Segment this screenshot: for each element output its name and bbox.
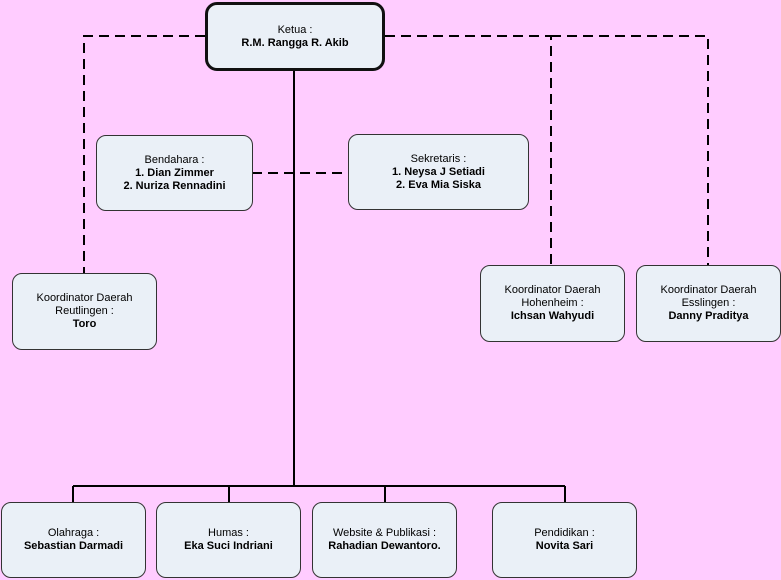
koordinator-name: Danny Praditya bbox=[668, 310, 749, 322]
divisi-name: Novita Sari bbox=[535, 540, 594, 552]
divisi-role: Humas : bbox=[208, 527, 249, 539]
bendahara-name-1: 1. Dian Zimmer bbox=[135, 166, 214, 179]
koordinator-hohenheim-box: Koordinator Daerah Hohenheim : Ichsan Wa… bbox=[480, 265, 625, 342]
sekretaris-name-1: 1. Neysa J Setiadi bbox=[392, 165, 485, 178]
divisi-name: Rahadian Dewantoro. bbox=[328, 540, 441, 552]
divisi-website-box: Website & Publikasi : Rahadian Dewantoro… bbox=[312, 502, 457, 578]
dashed-line-esslingen bbox=[551, 35, 709, 265]
divisi-role: Olahraga : bbox=[47, 527, 100, 539]
ketua-role: Ketua : bbox=[277, 23, 313, 36]
koordinator-name: Ichsan Wahyudi bbox=[510, 310, 595, 322]
koordinator-region: Esslingen : bbox=[681, 297, 736, 309]
koordinator-esslingen-box: Koordinator Daerah Esslingen : Danny Pra… bbox=[636, 265, 781, 342]
koordinator-reutlingen-box: Koordinator Daerah Reutlingen : Toro bbox=[12, 273, 157, 350]
koordinator-region: Reutlingen : bbox=[55, 305, 114, 317]
koordinator-region: Hohenheim : bbox=[521, 297, 584, 309]
bendahara-box: Bendahara : 1. Dian Zimmer 2. Nuriza Ren… bbox=[96, 135, 253, 211]
koordinator-role: Koordinator Daerah bbox=[660, 284, 757, 296]
divisi-name: Eka Suci Indriani bbox=[184, 540, 273, 552]
koordinator-role: Koordinator Daerah bbox=[36, 292, 133, 304]
sekretaris-name-2: 2. Eva Mia Siska bbox=[396, 178, 481, 191]
dashed-line-reutlingen bbox=[83, 35, 205, 274]
ketua-box: Ketua : R.M. Rangga R. Akib bbox=[205, 2, 385, 71]
divisi-role: Website & Publikasi : bbox=[332, 527, 437, 539]
koordinator-role: Koordinator Daerah bbox=[504, 284, 601, 296]
ketua-name: R.M. Rangga R. Akib bbox=[241, 36, 349, 49]
sekretaris-role: Sekretaris : bbox=[410, 152, 467, 165]
koordinator-name: Toro bbox=[72, 318, 97, 330]
sekretaris-box: Sekretaris : 1. Neysa J Setiadi 2. Eva M… bbox=[348, 134, 529, 210]
divisi-role: Pendidikan : bbox=[534, 527, 595, 539]
divisi-humas-box: Humas : Eka Suci Indriani bbox=[156, 502, 301, 578]
divisi-name: Sebastian Darmadi bbox=[23, 540, 124, 552]
bendahara-name-2: 2. Nuriza Rennadini bbox=[123, 179, 226, 192]
bendahara-role: Bendahara : bbox=[144, 153, 205, 166]
divisi-olahraga-box: Olahraga : Sebastian Darmadi bbox=[1, 502, 146, 578]
divisi-pendidikan-box: Pendidikan : Novita Sari bbox=[492, 502, 637, 578]
